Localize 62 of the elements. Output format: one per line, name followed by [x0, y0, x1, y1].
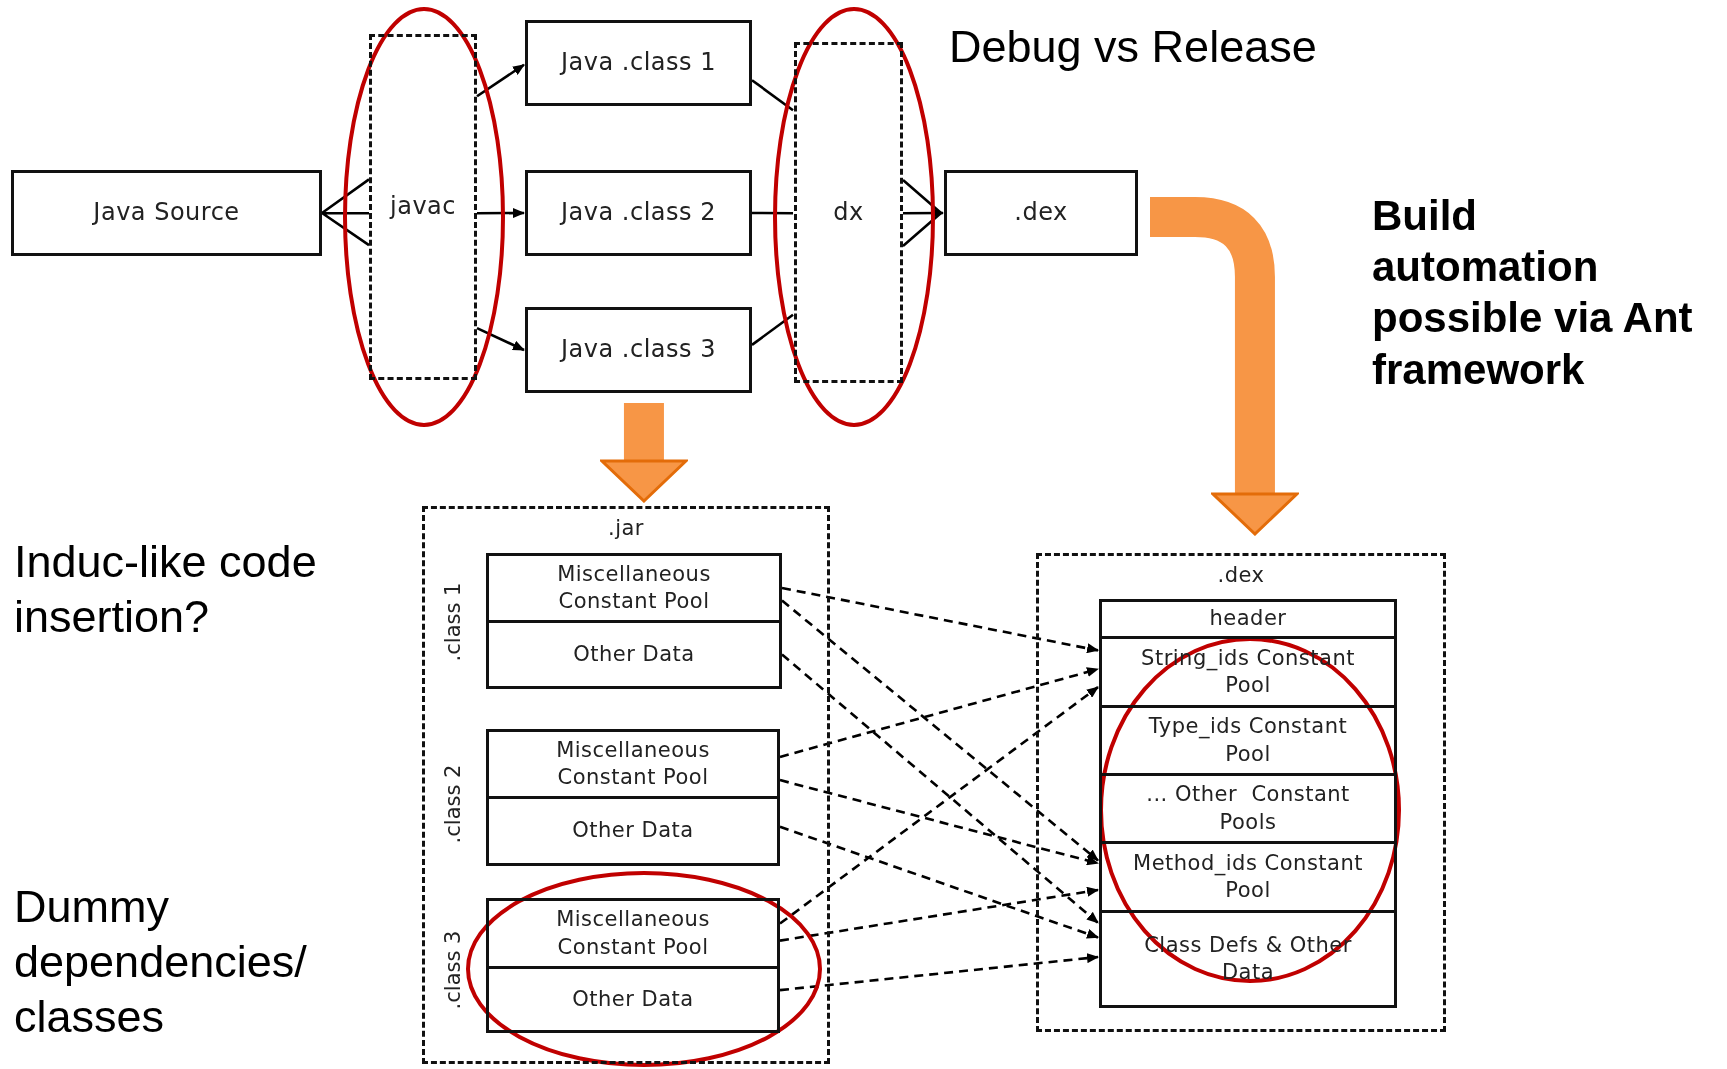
box-label: Miscellaneous Constant Pool [555, 736, 711, 791]
section-box [486, 796, 780, 866]
section-box [1099, 841, 1397, 913]
box-label: Other Data [572, 817, 694, 845]
note-text: Build automation possible via Ant framework [1372, 191, 1694, 395]
block-arrow [1150, 197, 1299, 536]
arrow [476, 63, 525, 98]
box-label: Other Data [573, 640, 695, 668]
note-text: Debug vs Release [949, 20, 1318, 74]
block-arrow [600, 403, 688, 503]
box-label: header [1209, 605, 1287, 633]
section-box [1099, 773, 1397, 844]
dashed-arrow [781, 586, 1099, 654]
dashed-arrow [779, 778, 1099, 866]
section-box [486, 966, 780, 1033]
connector-line [751, 313, 794, 346]
dashed-container [1036, 553, 1446, 1032]
section-box [1099, 599, 1397, 639]
box-label: dx [833, 196, 864, 228]
box-label: Java .class 3 [561, 334, 716, 366]
connector-line [752, 211, 793, 215]
class-label: .class 3 [441, 930, 465, 1010]
box-label: ... Other Constant Pools [1145, 781, 1351, 836]
process-box [525, 170, 752, 256]
box-label: Miscellaneous Constant Pool [556, 560, 712, 615]
box-label: javac [390, 191, 456, 223]
box-label: Java .class 2 [561, 197, 716, 229]
section-box [486, 729, 780, 799]
dashed-arrow [779, 953, 1099, 992]
arrow [477, 208, 525, 219]
process-box [525, 20, 752, 106]
box-label: Type_ids Constant Pool [1147, 713, 1349, 768]
dashed-tool-box [794, 42, 903, 383]
box-label: Other Data [572, 985, 694, 1013]
dashed-container [422, 506, 830, 1064]
dashed-arrow [779, 886, 1099, 942]
section-box [486, 620, 782, 689]
dashed-arrow [779, 667, 1099, 759]
box-label: Java Source [93, 197, 240, 229]
section-box [486, 898, 780, 969]
process-box [525, 307, 752, 393]
section-box [486, 553, 782, 623]
box-label: Java .class 1 [561, 47, 716, 79]
note-text: Dummy dependencies/ classes [14, 880, 308, 1044]
dashed-tool-box [369, 34, 477, 380]
connector-line [320, 178, 371, 247]
box-label: Miscellaneous Constant Pool [555, 906, 711, 961]
arrow [903, 208, 944, 219]
dashed-arrow [781, 599, 1099, 862]
box-label: .dex [1217, 562, 1265, 589]
class-label: .class 1 [441, 582, 465, 662]
box-label: .dex [1014, 197, 1068, 229]
section-box [1099, 705, 1397, 776]
process-box [944, 170, 1138, 256]
class-label: .class 2 [441, 764, 465, 844]
note-text: Induc-like code insertion? [14, 535, 318, 644]
box-label: Method_ids Constant Pool [1132, 849, 1364, 904]
dashed-arrow [779, 825, 1099, 939]
box-label: .jar [608, 515, 644, 542]
process-box [11, 170, 322, 256]
arrow [476, 326, 525, 352]
connector-line [751, 79, 794, 112]
